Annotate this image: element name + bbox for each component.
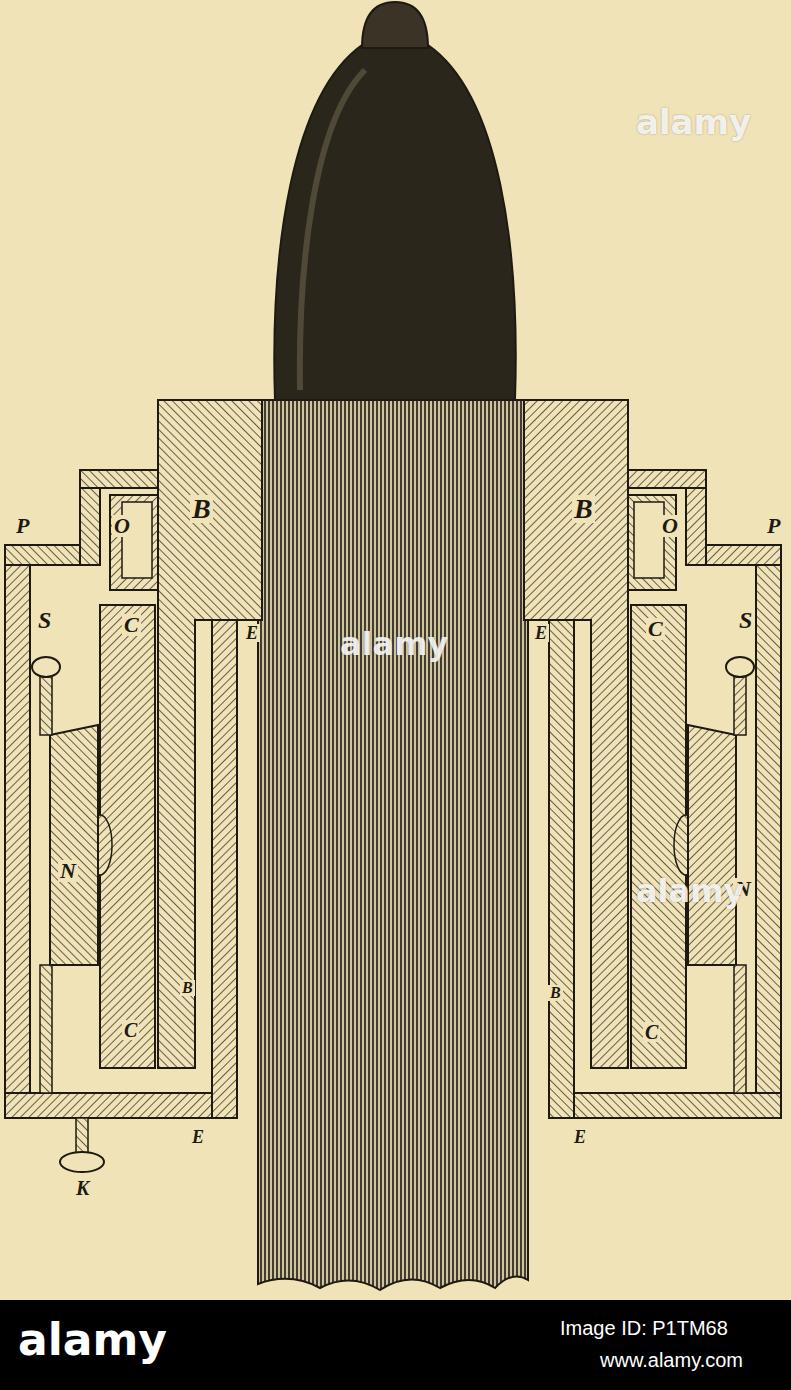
part-letter: O (112, 515, 132, 537)
part-letter: B (572, 495, 595, 523)
part-letter: E (244, 624, 260, 642)
part-letter: E (572, 1128, 588, 1146)
part-letter: S (36, 608, 53, 632)
image-credit: Image ID: P1TM68 (560, 1318, 728, 1338)
part-letter: C (122, 614, 141, 636)
part-letter: E (190, 1128, 206, 1146)
part-letter: B (180, 980, 195, 996)
part-letter: C (122, 1020, 139, 1040)
part-letter: O (660, 515, 680, 537)
watermark: alamy (636, 105, 751, 139)
part-letter: B (548, 985, 563, 1001)
part-letter: S (737, 608, 754, 632)
part-letter: N (58, 860, 78, 882)
watermark-logo: alamy (18, 1318, 167, 1362)
part-letter: E (533, 624, 549, 642)
part-letter: P (765, 515, 782, 537)
part-letter: P (14, 515, 31, 537)
part-letter: C (643, 1022, 660, 1042)
watermark: alamy (340, 628, 448, 660)
image-credit: www.alamy.com (600, 1350, 743, 1370)
part-letter: B (190, 495, 213, 523)
part-letter: C (646, 618, 665, 640)
part-letter: K (74, 1178, 91, 1198)
watermark: alamy (636, 875, 744, 907)
